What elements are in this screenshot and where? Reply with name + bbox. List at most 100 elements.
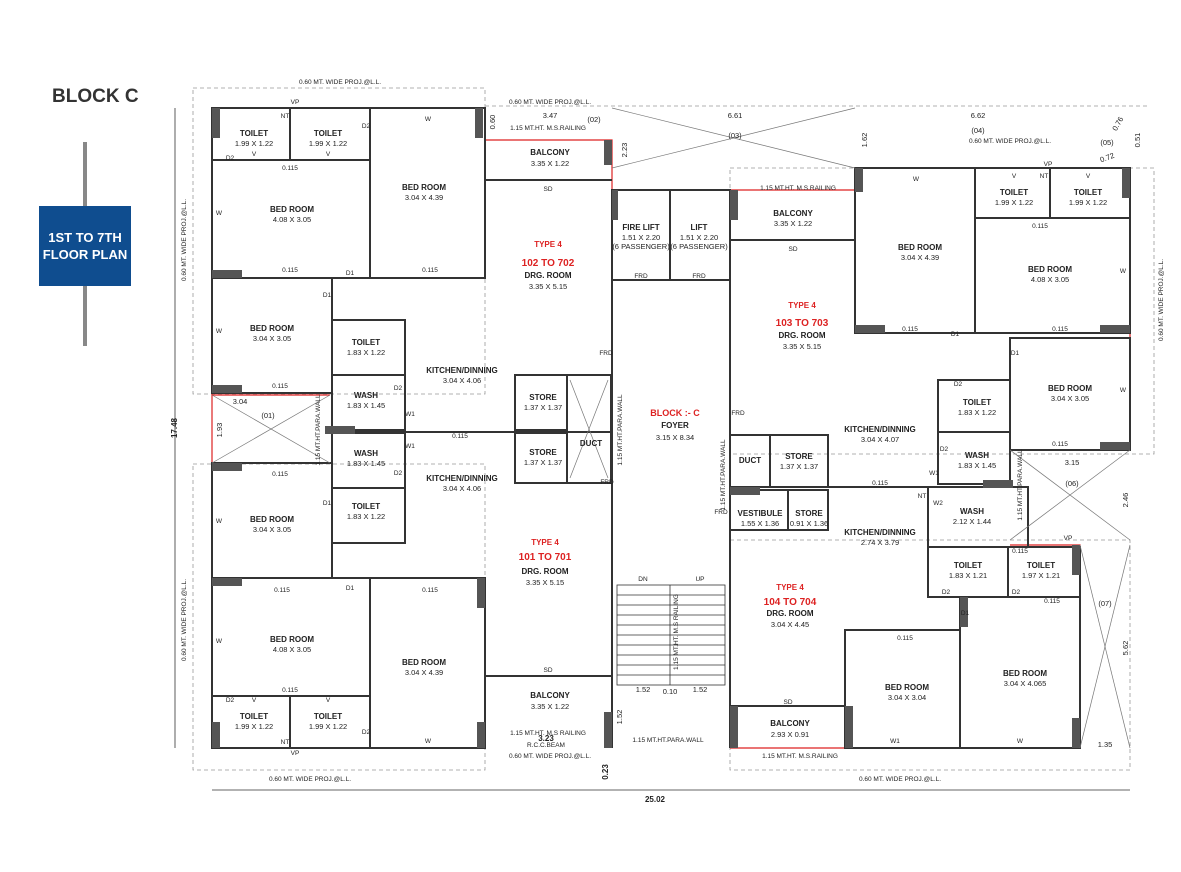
wall-mark-w1-a: W1: [405, 411, 415, 418]
wall-mark-frd-e: FRD: [600, 479, 614, 486]
proj-right-top: 0.60 MT. WIDE PROJ.@L.L.: [969, 138, 1051, 145]
room-toilet-c-dim: 1.99 X 1.22: [235, 722, 273, 731]
dim-315: 3.15: [1065, 458, 1080, 467]
room-toilet-mid-l: TOILET: [352, 338, 380, 347]
wall-mark-d1-a: D1: [346, 270, 355, 277]
room-bed-top-r1-dim: 3.04 X 4.39: [901, 253, 939, 262]
room-bed-mid-r: BED ROOM: [1048, 384, 1092, 393]
room-toilet-mid-l2: TOILET: [352, 502, 380, 511]
wall-mark-d2-i: D2: [942, 589, 951, 596]
dim-051: 0.51: [1133, 133, 1142, 148]
room-store-r1-dim: 1.37 X 1.37: [780, 462, 818, 471]
wall-mark-vp-c: VP: [1044, 161, 1053, 168]
room-bed-top-l2-dim: 3.04 X 4.39: [405, 193, 443, 202]
wall-mark-frd-d: FRD: [731, 410, 745, 417]
wall-mark-vp-a: VP: [291, 99, 300, 106]
open-area-07: (07): [1098, 599, 1112, 608]
room-wash-l2: WASH: [354, 449, 378, 458]
room-kitchen-l2-dim: 3.04 X 4.06: [443, 484, 481, 493]
para-wall-bottom: 1.15 MT.HT.PARA.WALL: [632, 737, 704, 744]
room-bed-mid-l2-dim: 3.04 X 3.05: [253, 525, 291, 534]
wall-mark-w-i: W: [1120, 387, 1127, 394]
wall-mark-w2: W2: [933, 500, 943, 507]
room-store-l1-dim: 1.37 X 1.37: [524, 403, 562, 412]
open-area-02: (02): [587, 115, 601, 124]
wall-mark-115-h: 0.115: [422, 587, 438, 594]
room-balcony-bot-r: BALCONY: [770, 719, 810, 728]
stair-dn: DN: [638, 576, 648, 583]
walls: [211, 107, 1131, 749]
unit-drg-104: DRG. ROOM: [766, 609, 813, 618]
rcc-beam: R.C.C.BEAM: [527, 742, 565, 749]
dim-152c: 1.52: [615, 710, 624, 725]
wall-mark-v-b: V: [326, 151, 331, 158]
wall-mark-115-a: 0.115: [282, 165, 298, 172]
room-store-l1: STORE: [529, 393, 557, 402]
room-kitchen-r2: KITCHEN/DINNING: [844, 528, 916, 537]
dim-193: 1.93: [215, 423, 224, 438]
wall-mark-d2-h: D2: [940, 446, 949, 453]
room-bed-top-l1-dim: 4.08 X 3.05: [273, 215, 311, 224]
room-toilet-b: TOILET: [314, 129, 342, 138]
wall-mark-w-d: W: [216, 518, 223, 525]
room-bed-top-l2: BED ROOM: [402, 183, 446, 192]
wall-mark-v-e: V: [1012, 173, 1017, 180]
room-wash-r2: WASH: [960, 507, 984, 516]
dim-152a: 1.52: [636, 685, 651, 694]
room-vestibule: VESTIBULE: [738, 509, 784, 518]
proj-bottom-mid: 0.60 MT. WIDE PROJ.@L.L.: [509, 753, 591, 760]
room-bed-top-r1: BED ROOM: [898, 243, 942, 252]
wall-mark-115-c: 0.115: [422, 267, 438, 274]
room-wash-r2-dim: 2.12 X 1.44: [953, 517, 991, 526]
dim-072: 0.72: [1099, 151, 1116, 164]
room-kitchen-l1-dim: 3.04 X 4.06: [443, 376, 481, 385]
room-lift-cap: (6 PASSENGER): [670, 242, 728, 251]
foyer-label: FOYER: [661, 421, 689, 430]
room-bed-mid-l-dim: 3.04 X 3.05: [253, 334, 291, 343]
wall-mark-w1-c: W1: [929, 470, 939, 477]
wall-mark-w-f: W: [425, 738, 432, 745]
wall-mark-vp-b: VP: [291, 750, 300, 757]
wall-mark-w-h: W: [1120, 268, 1127, 275]
room-bed-bot-l1-dim: 4.08 X 3.05: [273, 645, 311, 654]
wall-mark-w1-b: W1: [405, 443, 415, 450]
dim-060: 0.60: [488, 115, 497, 130]
wall-mark-d2-g: D2: [954, 381, 963, 388]
wall-mark-frd-b: FRD: [692, 273, 706, 280]
dim-135: 1.35: [1098, 740, 1113, 749]
wall-mark-d2-e: D2: [226, 697, 235, 704]
dim-662: 6.62: [971, 111, 986, 120]
room-toilet-f-dim: 1.99 X 1.22: [1069, 198, 1107, 207]
open-area-06: (06): [1065, 479, 1079, 488]
unit-type-104: TYPE 4: [776, 583, 804, 592]
wall-mark-115-o: 0.115: [1044, 598, 1060, 605]
room-kitchen-r1-dim: 3.04 X 4.07: [861, 435, 899, 444]
proj-left-top: 0.60 MT. WIDE PROJ.@L.L.: [181, 199, 188, 281]
room-bed-bot-l2: BED ROOM: [402, 658, 446, 667]
wall-mark-nt-c: NT: [281, 739, 290, 746]
room-toilet-e: TOILET: [1000, 188, 1028, 197]
unit-drgdim-104: 3.04 X 4.45: [771, 620, 809, 629]
railing-top-left: 1.15 MT.HT. M.S.RAILING: [510, 125, 586, 132]
wall-mark-115-b: 0.115: [282, 267, 298, 274]
room-store-l2: STORE: [529, 448, 557, 457]
room-bed-bot-r1: BED ROOM: [885, 683, 929, 692]
open-area-01: (01): [261, 411, 275, 420]
dimension-lines: [174, 108, 1130, 791]
room-toilet-e-dim: 1.99 X 1.22: [995, 198, 1033, 207]
para-wall-left: 1.15 MT.HT.PARA.WALL: [315, 394, 322, 466]
wall-mark-w-e: W: [216, 638, 223, 645]
room-wash-l2-dim: 1.83 X 1.45: [347, 459, 385, 468]
open-area-03: (03): [728, 131, 742, 140]
wall-mark-d2-a: D2: [226, 155, 235, 162]
dim-246: 2.46: [1121, 493, 1130, 508]
proj-left-bottom: 0.60 MT. WIDE PROJ.@L.L.: [181, 579, 188, 661]
unit-type-101: TYPE 4: [531, 538, 559, 547]
proj-top-mid: 0.60 MT. WIDE PROJ.@L.L.: [509, 99, 591, 106]
room-toilet-f: TOILET: [1074, 188, 1102, 197]
railing-top-right: 1.15 MT.HT. M.S.RAILING: [760, 185, 836, 192]
room-kitchen-l2: KITCHEN/DINNING: [426, 474, 498, 483]
open-area-04: (04): [971, 126, 985, 135]
room-store-r2-dim: 0.91 X 1.36: [790, 519, 828, 528]
wall-mark-frd-f: FRD: [714, 509, 728, 516]
